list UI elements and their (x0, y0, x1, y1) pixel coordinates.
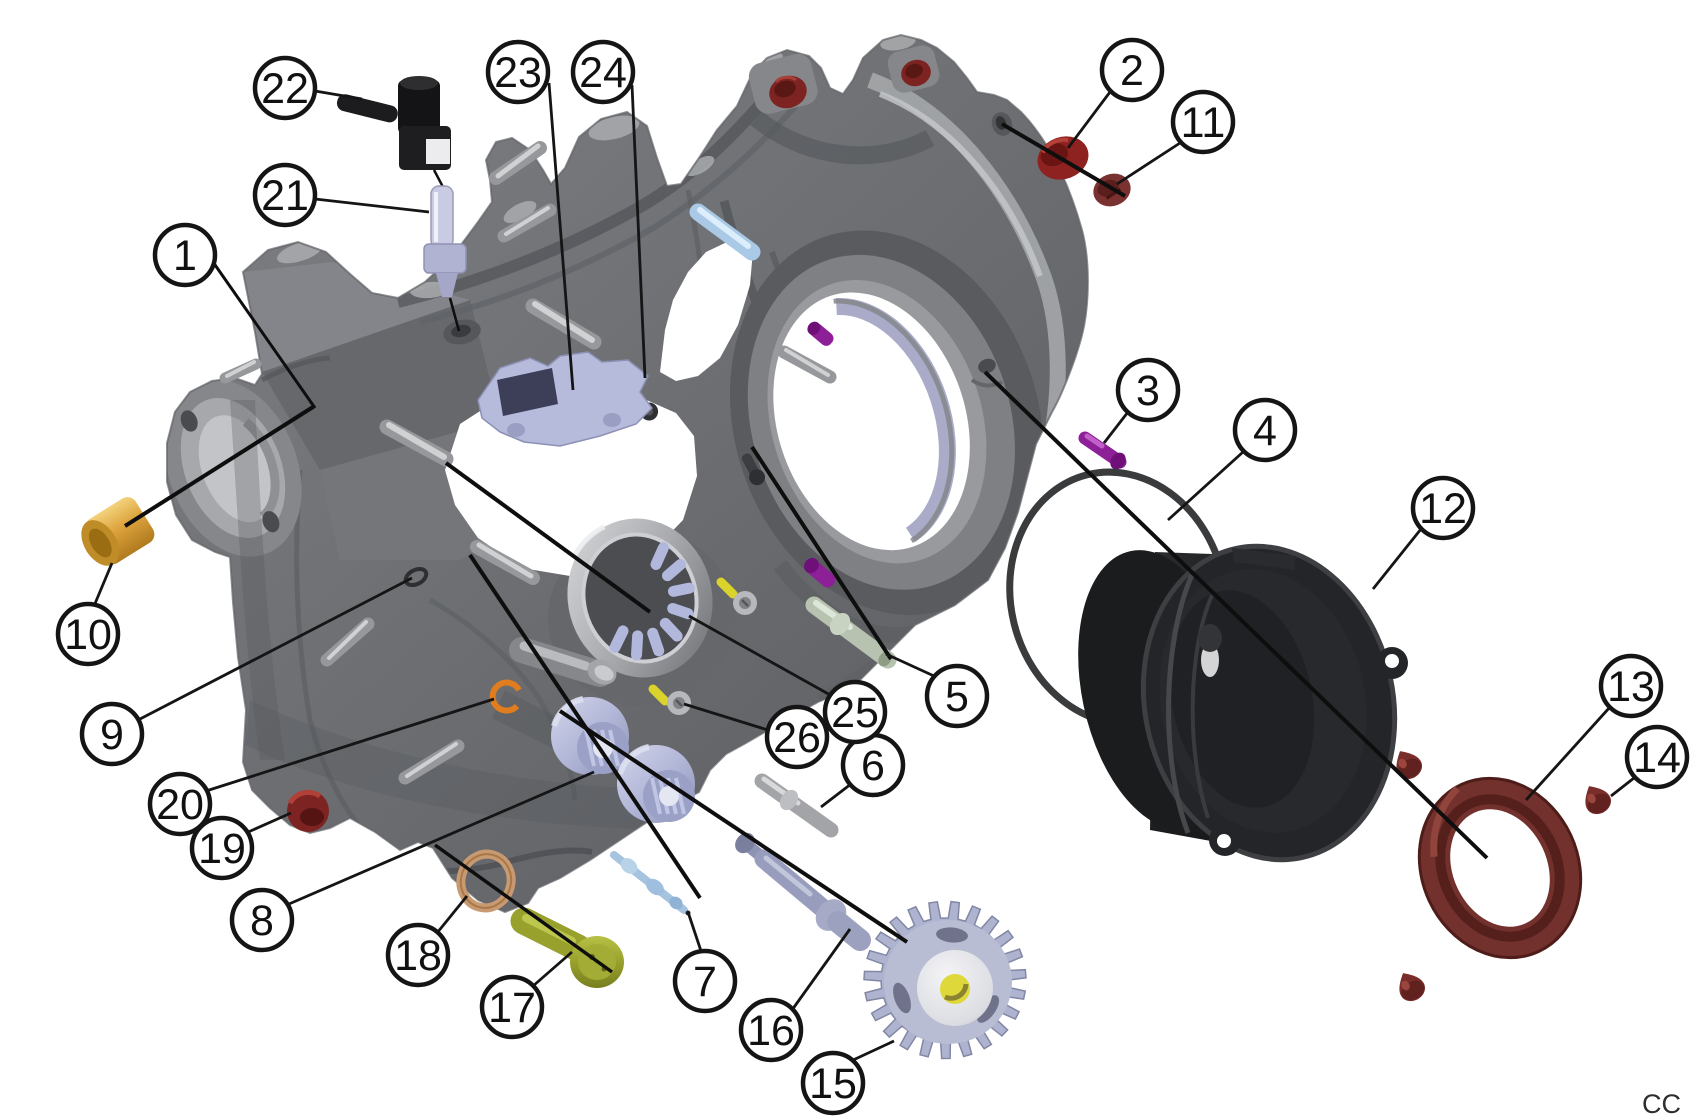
svg-text:17: 17 (488, 984, 536, 1032)
svg-text:5: 5 (945, 673, 969, 721)
svg-text:26: 26 (773, 714, 821, 762)
svg-text:20: 20 (156, 781, 204, 829)
svg-text:10: 10 (64, 611, 112, 659)
svg-text:24: 24 (579, 49, 627, 97)
svg-text:CC: CC (1642, 1089, 1681, 1119)
svg-text:3: 3 (1136, 367, 1160, 415)
svg-text:16: 16 (747, 1007, 795, 1055)
svg-text:23: 23 (494, 49, 542, 97)
svg-text:2: 2 (1120, 47, 1144, 95)
svg-text:12: 12 (1419, 485, 1467, 533)
svg-text:1: 1 (173, 232, 197, 280)
svg-text:13: 13 (1607, 663, 1655, 711)
svg-text:18: 18 (394, 932, 442, 980)
svg-text:21: 21 (261, 172, 309, 220)
svg-text:6: 6 (861, 742, 885, 790)
svg-text:22: 22 (261, 65, 309, 113)
svg-text:4: 4 (1253, 407, 1277, 455)
svg-text:15: 15 (809, 1060, 857, 1108)
svg-text:9: 9 (100, 711, 124, 759)
svg-text:11: 11 (1181, 99, 1226, 147)
svg-text:8: 8 (250, 897, 274, 945)
svg-text:14: 14 (1633, 734, 1681, 782)
svg-text:19: 19 (198, 825, 246, 873)
svg-text:7: 7 (693, 958, 717, 1006)
svg-text:25: 25 (831, 689, 879, 737)
